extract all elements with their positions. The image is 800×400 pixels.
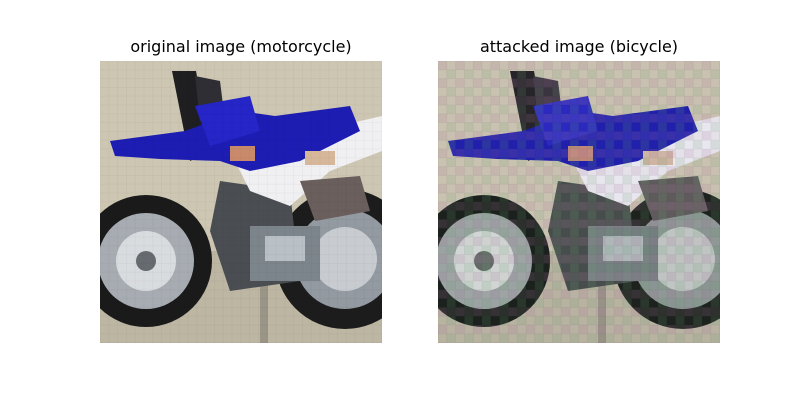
attacked-image <box>438 61 720 343</box>
original-image <box>100 61 382 343</box>
original-image-panel: original image (motorcycle) <box>100 35 382 343</box>
attacked-image-panel: attacked image (bicycle) <box>438 35 720 343</box>
attacked-image-title: attacked image (bicycle) <box>479 37 679 56</box>
attacked-motorcycle-picture <box>438 61 720 343</box>
original-image-title: original image (motorcycle) <box>130 37 352 56</box>
original-motorcycle-picture <box>100 61 382 343</box>
